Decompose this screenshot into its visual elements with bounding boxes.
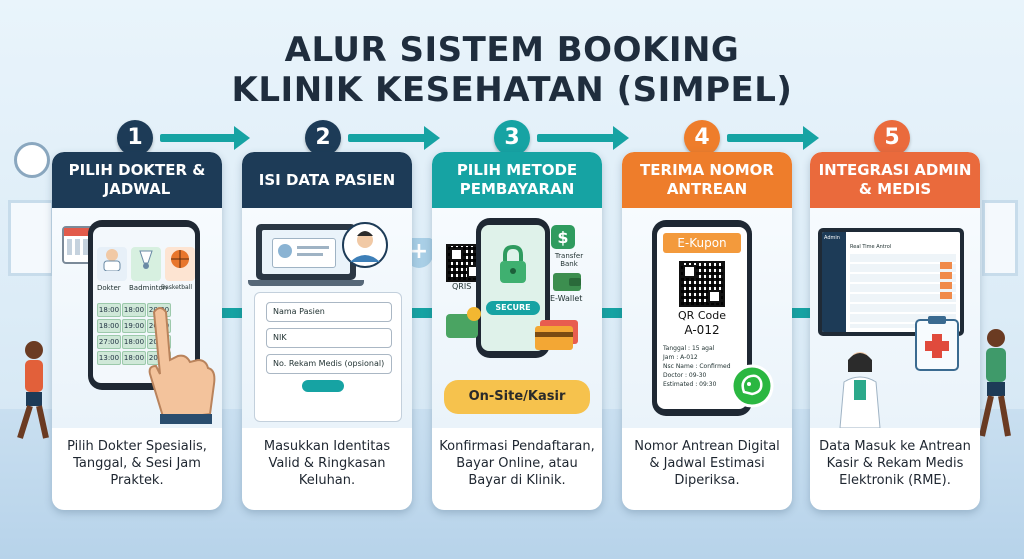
step-4-badge: 4: [684, 120, 720, 156]
background-window-right: [982, 200, 1018, 276]
patient-avatar-icon: [342, 222, 388, 268]
time-slot[interactable]: 18:00: [97, 303, 121, 317]
title-line-1: ALUR SISTEM BOOKING: [284, 30, 740, 70]
step-1-caption: Pilih Dokter Spesialis, Tanggal, & Sesi …: [67, 439, 207, 488]
time-slot[interactable]: 18:00: [97, 319, 121, 333]
step-5-caption: Data Masuk ke Antrean Kasir & Rekam Medi…: [819, 439, 971, 488]
step-2-badge: 2: [305, 120, 341, 156]
top-arrow-3: [537, 126, 629, 150]
ticket-row-name: Nsc Name : Confirmed: [663, 363, 731, 370]
step-3-title: PILIH METODE PEMBAYARAN: [432, 152, 602, 208]
category-label-dokter: Dokter: [97, 284, 121, 292]
patient-name-field[interactable]: Nama Pasien: [266, 302, 392, 322]
ticket-row-date: Tanggal : 15 agal: [663, 345, 715, 352]
category-label-basketball: Basketball: [161, 284, 193, 291]
page-title: ALUR SISTEM BOOKING KLINIK KESEHATAN (SI…: [0, 30, 1024, 110]
admin-app-name: Admin: [824, 235, 840, 241]
whatsapp-icon[interactable]: [730, 364, 774, 408]
doctor-category: [97, 247, 127, 281]
onsite-cashier-button[interactable]: On-Site/Kasir: [444, 380, 590, 414]
step-card-1: PILIH DOKTER & JADWAL Dokter Badminton B…: [52, 152, 222, 510]
ticket-row-doctor: Doctor : 09-30: [663, 372, 707, 379]
transfer-bank-icon: $: [551, 225, 575, 249]
credit-card-icon: [535, 320, 578, 350]
time-slot[interactable]: 18:00: [122, 335, 146, 349]
step-2-illustration: Nama Pasien NIK No. Rekam Medis (opsiona…: [242, 208, 412, 428]
ekupon-header: E-Kupon: [663, 233, 741, 253]
admin-table: [850, 254, 956, 328]
top-arrow-1: [160, 126, 250, 150]
step-5-title: INTEGRASI ADMIN & MEDIS: [810, 152, 980, 208]
queue-number: A-012: [684, 323, 720, 337]
nik-field[interactable]: NIK: [266, 328, 392, 348]
time-slot[interactable]: 19:00: [122, 319, 146, 333]
ewallet-icon: [553, 273, 581, 291]
doctor-figure: [839, 352, 881, 428]
qr-code-label: QR Code: [678, 309, 726, 322]
doctor-avatar-icon: [103, 249, 121, 272]
runner-figure-left: [17, 341, 49, 439]
ewallet-label: E-Wallet: [550, 294, 583, 303]
step-card-2: ISI DATA PASIEN Nama Pasien NIK No. Reka…: [242, 152, 412, 510]
pointing-hand-icon: [148, 307, 216, 424]
step-card-5: INTEGRASI ADMIN & MEDIS Admin Real Time …: [810, 152, 980, 510]
step-2-title: ISI DATA PASIEN: [242, 152, 412, 208]
admin-panel-title: Real Time Antrol: [850, 244, 892, 250]
ticket-row-time: Jam : A-012: [663, 354, 698, 361]
step-1-badge: 1: [117, 120, 153, 156]
title-line-2: KLINIK KESEHATAN (SIMPEL): [231, 70, 793, 110]
step-1-illustration: Dokter Badminton Basketball 18:00 18:00 …: [52, 208, 222, 428]
ticket-qr-icon: [679, 261, 725, 307]
basketball-icon: [171, 250, 189, 268]
step-card-4: TERIMA NOMOR ANTREAN E-Kupon QR Code A-0…: [622, 152, 792, 510]
time-slot[interactable]: 18:00: [122, 351, 146, 365]
id-card-icon: [272, 238, 336, 268]
step-2-caption: Masukkan Identitas Valid & Ringkasan Kel…: [263, 439, 391, 488]
wall-clock-icon: [14, 142, 50, 178]
category-label-badminton: Badminton: [129, 284, 168, 292]
step-3-badge: 3: [494, 120, 530, 156]
status-column: [940, 262, 952, 302]
wallet-coin-icon: [446, 307, 481, 338]
step-4-caption: Nomor Antrean Digital & Jadwal Estimasi …: [634, 439, 780, 488]
time-slot[interactable]: 27:00: [97, 335, 121, 349]
admin-monitor: Admin Real Time Antrol: [818, 228, 964, 336]
step-3-caption: Konfirmasi Pendaftaran, Bayar Online, at…: [439, 439, 595, 488]
shuttlecock-icon: [139, 250, 153, 269]
step-4-illustration: E-Kupon QR Code A-012 Tanggal : 15 agal …: [622, 208, 792, 428]
step-1-title: PILIH DOKTER & JADWAL: [52, 152, 222, 208]
medical-record-field[interactable]: No. Rekam Medis (opsional): [266, 354, 392, 374]
time-slot[interactable]: 13:00: [97, 351, 121, 365]
laptop-base: [248, 280, 364, 286]
step-5-badge: 5: [874, 120, 910, 156]
step-card-3: PILIH METODE PEMBAYARAN QRIS SECURE $ Tr…: [432, 152, 602, 510]
top-arrow-2: [348, 126, 440, 150]
step-5-illustration: Admin Real Time Antrol: [810, 208, 980, 428]
time-slot[interactable]: 18:00: [122, 303, 146, 317]
background-window-left: [8, 200, 54, 276]
runner-figure-right: [979, 329, 1011, 437]
medical-clipboard-icon: [915, 316, 959, 371]
transfer-bank-label: Transfer Bank: [554, 252, 584, 268]
secure-badge: SECURE: [486, 301, 540, 315]
basketball-category: [165, 247, 195, 281]
laptop: [256, 224, 356, 280]
qris-label: QRIS: [452, 282, 472, 291]
top-arrow-4: [727, 126, 819, 150]
ticket-row-estimated: Estimated : 09:30: [663, 381, 717, 388]
badminton-category: [131, 247, 161, 281]
step-3-illustration: QRIS SECURE $ Transfer Bank E-Wallet: [432, 208, 602, 428]
svg-text:$: $: [557, 228, 568, 247]
submit-button[interactable]: [302, 380, 344, 392]
step-4-title: TERIMA NOMOR ANTREAN: [622, 152, 792, 208]
padlock-icon: [500, 245, 526, 283]
admin-sidebar: Admin: [822, 232, 846, 332]
